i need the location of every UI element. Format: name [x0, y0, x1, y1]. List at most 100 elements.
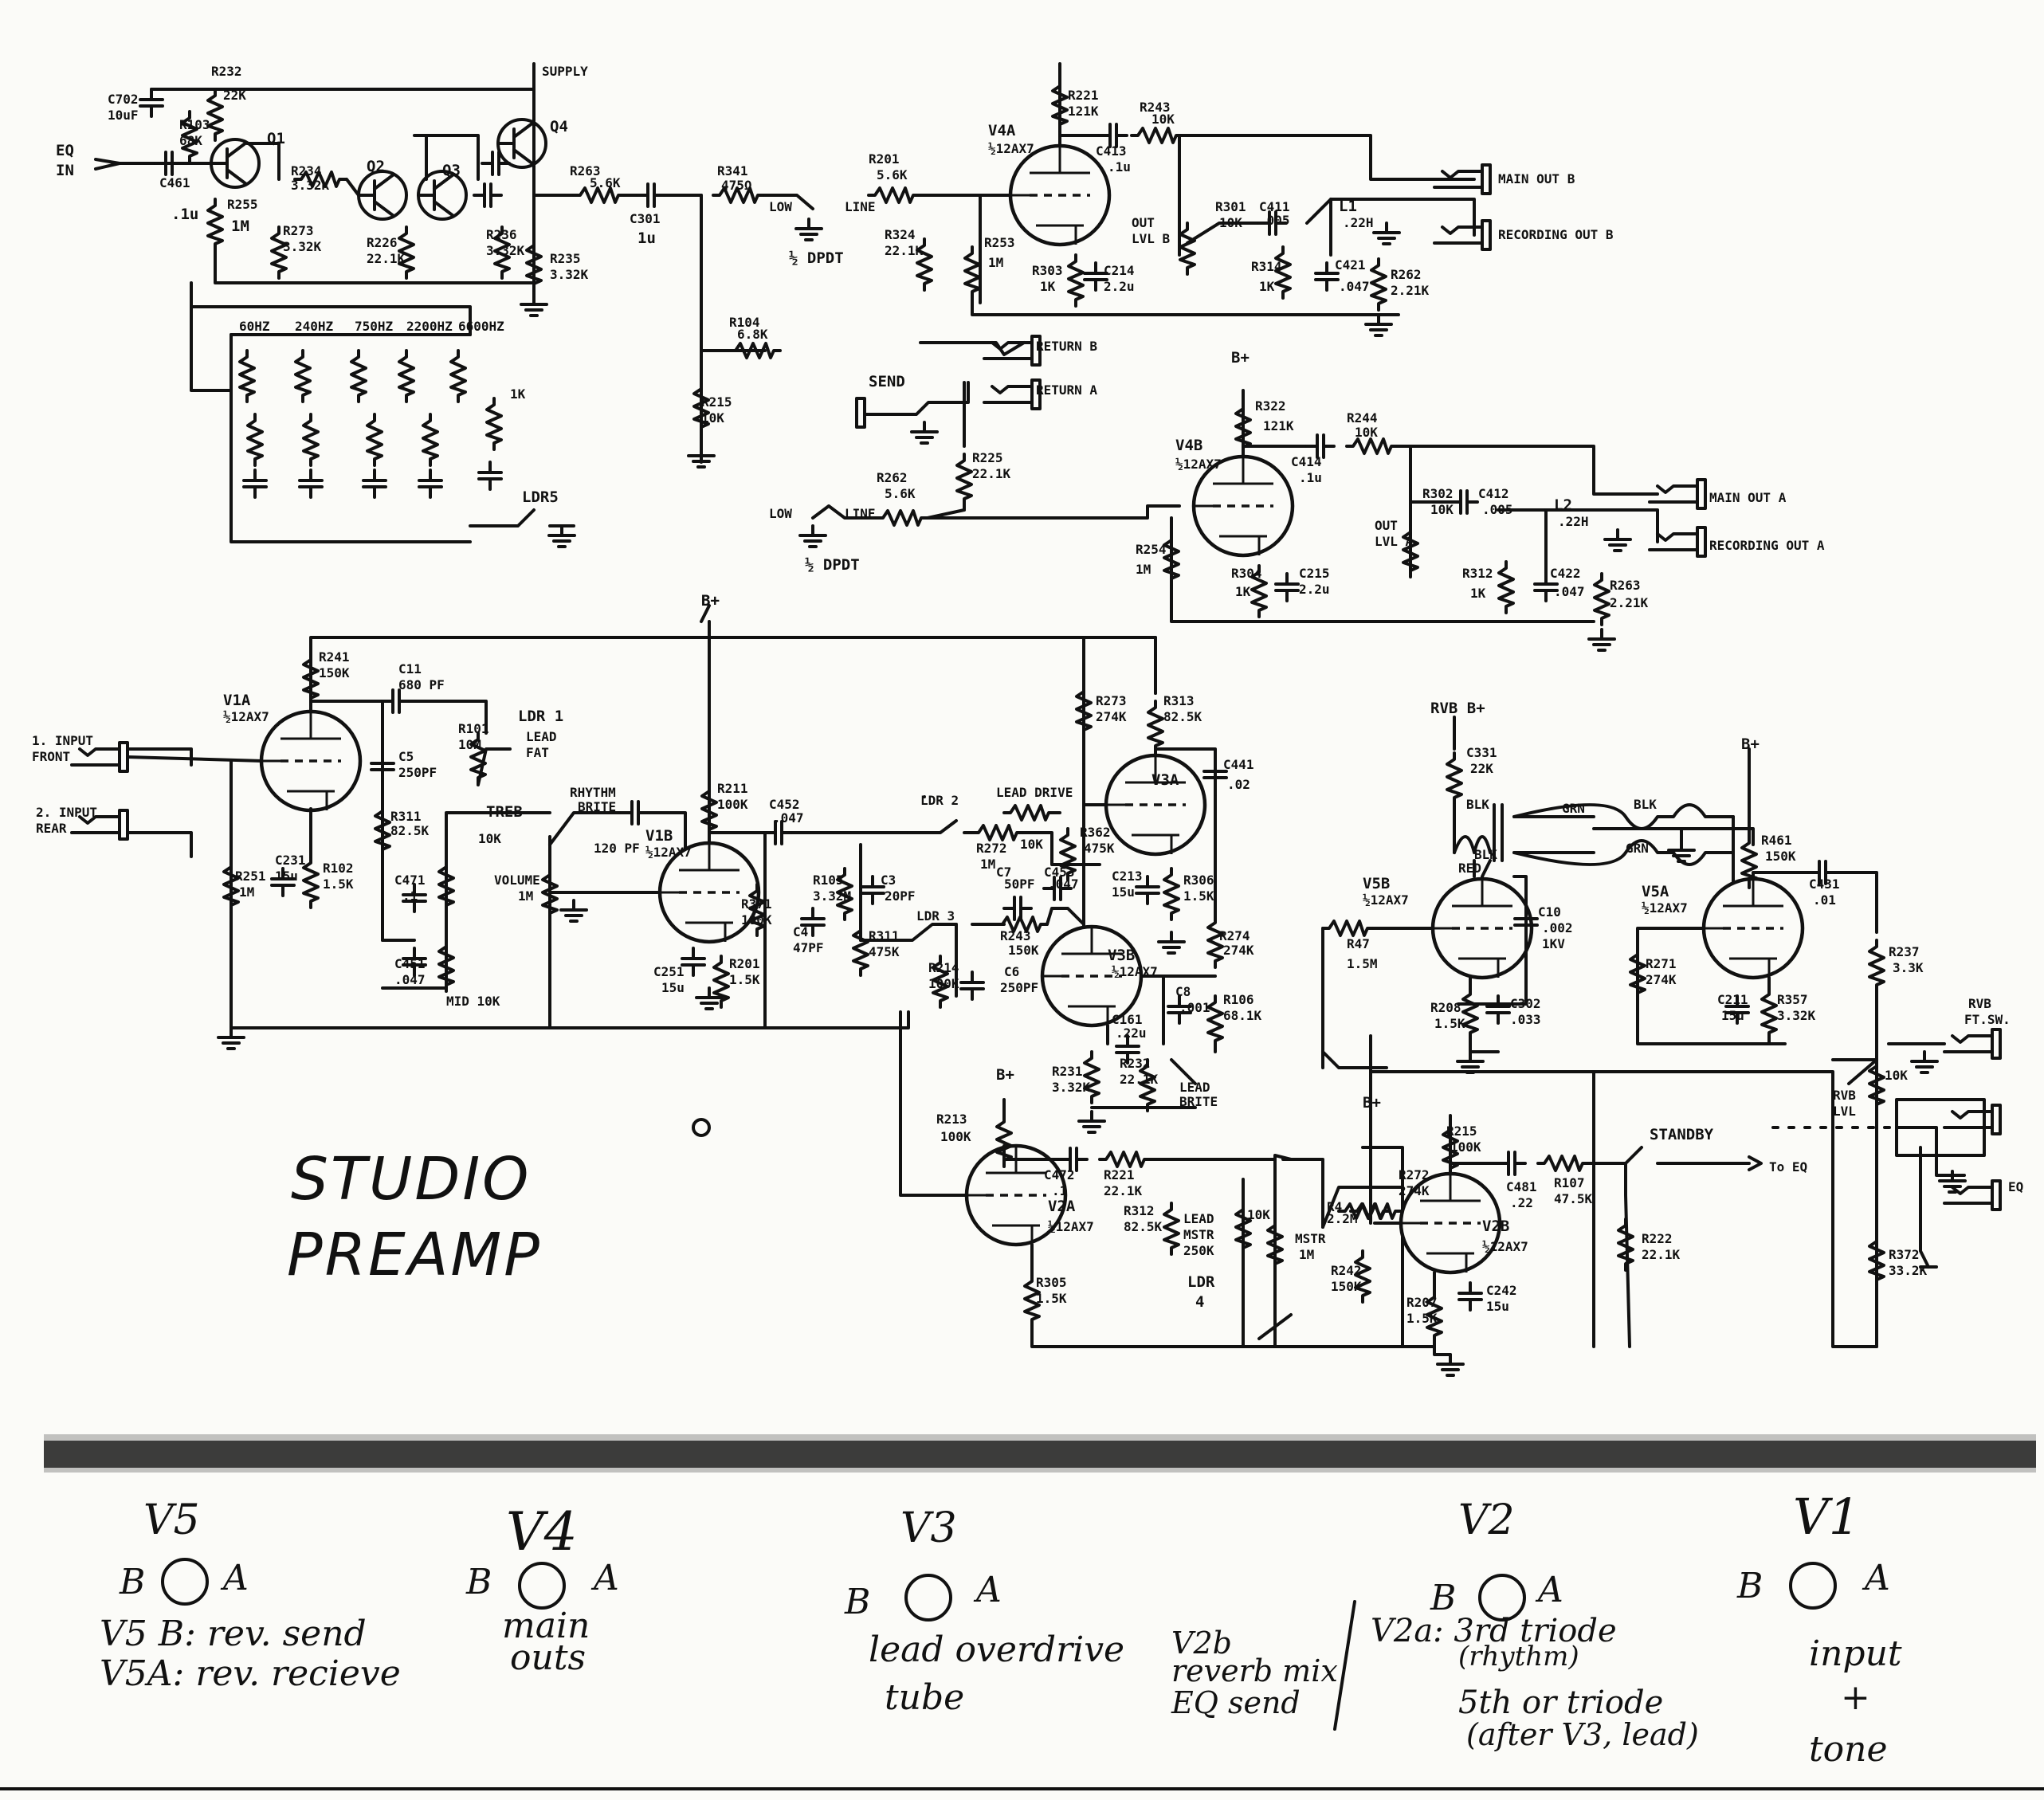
r362-label: R362 [1080, 825, 1111, 840]
r311-label: R311 [390, 809, 422, 824]
tube-map-v1-a: A [1862, 1558, 1890, 1598]
r208-label: R208 [1430, 1000, 1461, 1015]
lead-fat-label-2: FAT [526, 745, 549, 760]
c120-label: 120 PF [594, 841, 640, 856]
rhythm-bright-label-2: BRITE [578, 799, 616, 814]
c215-value: 2.2u [1299, 582, 1330, 597]
r273-label: R273 [283, 223, 314, 238]
c481-value: .22 [1510, 1195, 1533, 1210]
eq-section [94, 62, 703, 548]
return-b-label: RETURN B [1036, 339, 1097, 354]
r235-label: R235 [550, 251, 581, 266]
r103-label: R103 [179, 117, 210, 132]
recording-out-b-jack[interactable] [1433, 219, 1492, 251]
c481-label: C481 [1506, 1179, 1537, 1194]
r304-label: R304 [1231, 566, 1262, 581]
c3-value: 20PF [885, 888, 916, 904]
r305-label: R305 [1036, 1275, 1067, 1290]
rvb-lvl-label-2: LVL [1833, 1104, 1856, 1119]
r225-label: R225 [972, 450, 1003, 465]
r341-value: 475Ω [721, 178, 752, 193]
ldr5-label: LDR5 [522, 488, 559, 506]
tube-v5a [1704, 879, 1803, 978]
eq-1k-label: 1K [510, 386, 526, 402]
r221-label: R221 [1068, 88, 1099, 103]
blk-label-3: BLK [1634, 797, 1657, 812]
v4a-type: ½12AX7 [988, 141, 1034, 156]
tube-map-v3-note-2: tube [885, 1677, 964, 1718]
tube-map-v2-a: A [1535, 1570, 1563, 1610]
r254-label: R254 [1136, 542, 1167, 557]
eq-band-60-label: 60HZ [239, 319, 270, 334]
c413-value: .1u [1108, 159, 1131, 175]
tube-map-v3-name: V3 [900, 1504, 957, 1552]
c421-label: C421 [1335, 257, 1366, 273]
l2-label: L2 [1554, 496, 1572, 514]
r215b-value: 100K [1450, 1139, 1481, 1155]
eq-band-2200 [398, 349, 443, 499]
grn-label-1: GRN [1562, 801, 1585, 816]
input-section [70, 604, 1157, 1050]
r104-value: 6.8K [737, 327, 768, 342]
treb-value: 10K [478, 831, 501, 846]
r255-label: R255 [227, 197, 258, 212]
return-a-jack[interactable] [983, 378, 1042, 410]
tube-map-v2-name: V2 [1458, 1496, 1515, 1544]
r311b-label: R311 [869, 928, 900, 943]
send-jack[interactable] [855, 397, 866, 429]
r225-value: 22.1K [972, 466, 1011, 481]
r262-value: 2.21K [1391, 283, 1430, 298]
r357-label: R357 [1777, 992, 1808, 1007]
v3b-type: ½12AX7 [1112, 964, 1158, 979]
ldr4-label: LDR [1187, 1273, 1215, 1291]
ldr1-label: LDR 1 [518, 708, 563, 725]
c242-label: C242 [1486, 1283, 1517, 1298]
r244-value: 10K [1355, 425, 1378, 440]
r106-value: 68.1K [1223, 1008, 1262, 1023]
c211-value: 15u [1721, 1008, 1744, 1023]
low-label-2: LOW [769, 506, 792, 521]
out-lvl-b-label: OUT [1132, 215, 1155, 230]
line-label-1: LINE [845, 199, 876, 214]
line-label-2: LINE [845, 506, 876, 521]
c472-value: .1 [1052, 1183, 1067, 1198]
input-rear-label: 2. INPUT [36, 805, 97, 820]
c161-value: .22u [1116, 1025, 1147, 1041]
recording-out-b-label: RECORDING OUT B [1498, 227, 1614, 242]
r324-value: 22.1K [885, 243, 924, 258]
r262b-value: 5.6K [885, 486, 916, 501]
lead-bright-label-2: BRITE [1179, 1094, 1218, 1109]
standby-label: STANDBY [1650, 1126, 1714, 1143]
r312-value: 1K [1470, 586, 1486, 601]
tube-map-v1-note-2: + [1841, 1677, 1870, 1718]
title-line-1: STUDIO [291, 1145, 531, 1214]
tube-map-v2a-note-3: 5th or triode [1458, 1684, 1663, 1721]
v2b-type: ½12AX7 [1482, 1239, 1528, 1254]
r311-value: 82.5K [390, 823, 430, 838]
r237-label: R237 [1889, 944, 1920, 959]
tube-map-v2a-note-2: (rhythm) [1458, 1641, 1579, 1673]
r222-value: 22.1K [1642, 1247, 1681, 1262]
c10-voltage: 1KV [1542, 936, 1565, 951]
v4b-label: V4B [1175, 437, 1202, 454]
r263-value: 5.6K [590, 175, 621, 190]
rvb-footswitch-jack[interactable] [1943, 1028, 2002, 1060]
r306-value: 1.5K [1183, 888, 1214, 904]
c441-value: .02 [1227, 777, 1250, 792]
r305-value: 1.5K [1036, 1291, 1067, 1306]
r207-value: 1.5K [1406, 1311, 1438, 1326]
c301-value: 1u [638, 229, 656, 247]
c412-value: .005 [1482, 502, 1513, 517]
c213-label: C213 [1112, 869, 1143, 884]
c331-label: C331 [1466, 745, 1497, 760]
tube-map-v5-a: A [220, 1558, 249, 1598]
r301-value: 10K [1219, 215, 1242, 230]
c301-label: C301 [630, 211, 661, 226]
r241-label: R241 [319, 649, 350, 665]
tube-map-v1-socket [1789, 1562, 1837, 1610]
v5b-label: V5B [1363, 875, 1390, 892]
c161-label: C161 [1112, 1012, 1143, 1027]
out-lvl-b-label-2: LVL B [1132, 231, 1171, 246]
tube-map-v2-b: B [1430, 1578, 1456, 1618]
tube-map-v2b-note-2: reverb mix [1171, 1653, 1338, 1688]
